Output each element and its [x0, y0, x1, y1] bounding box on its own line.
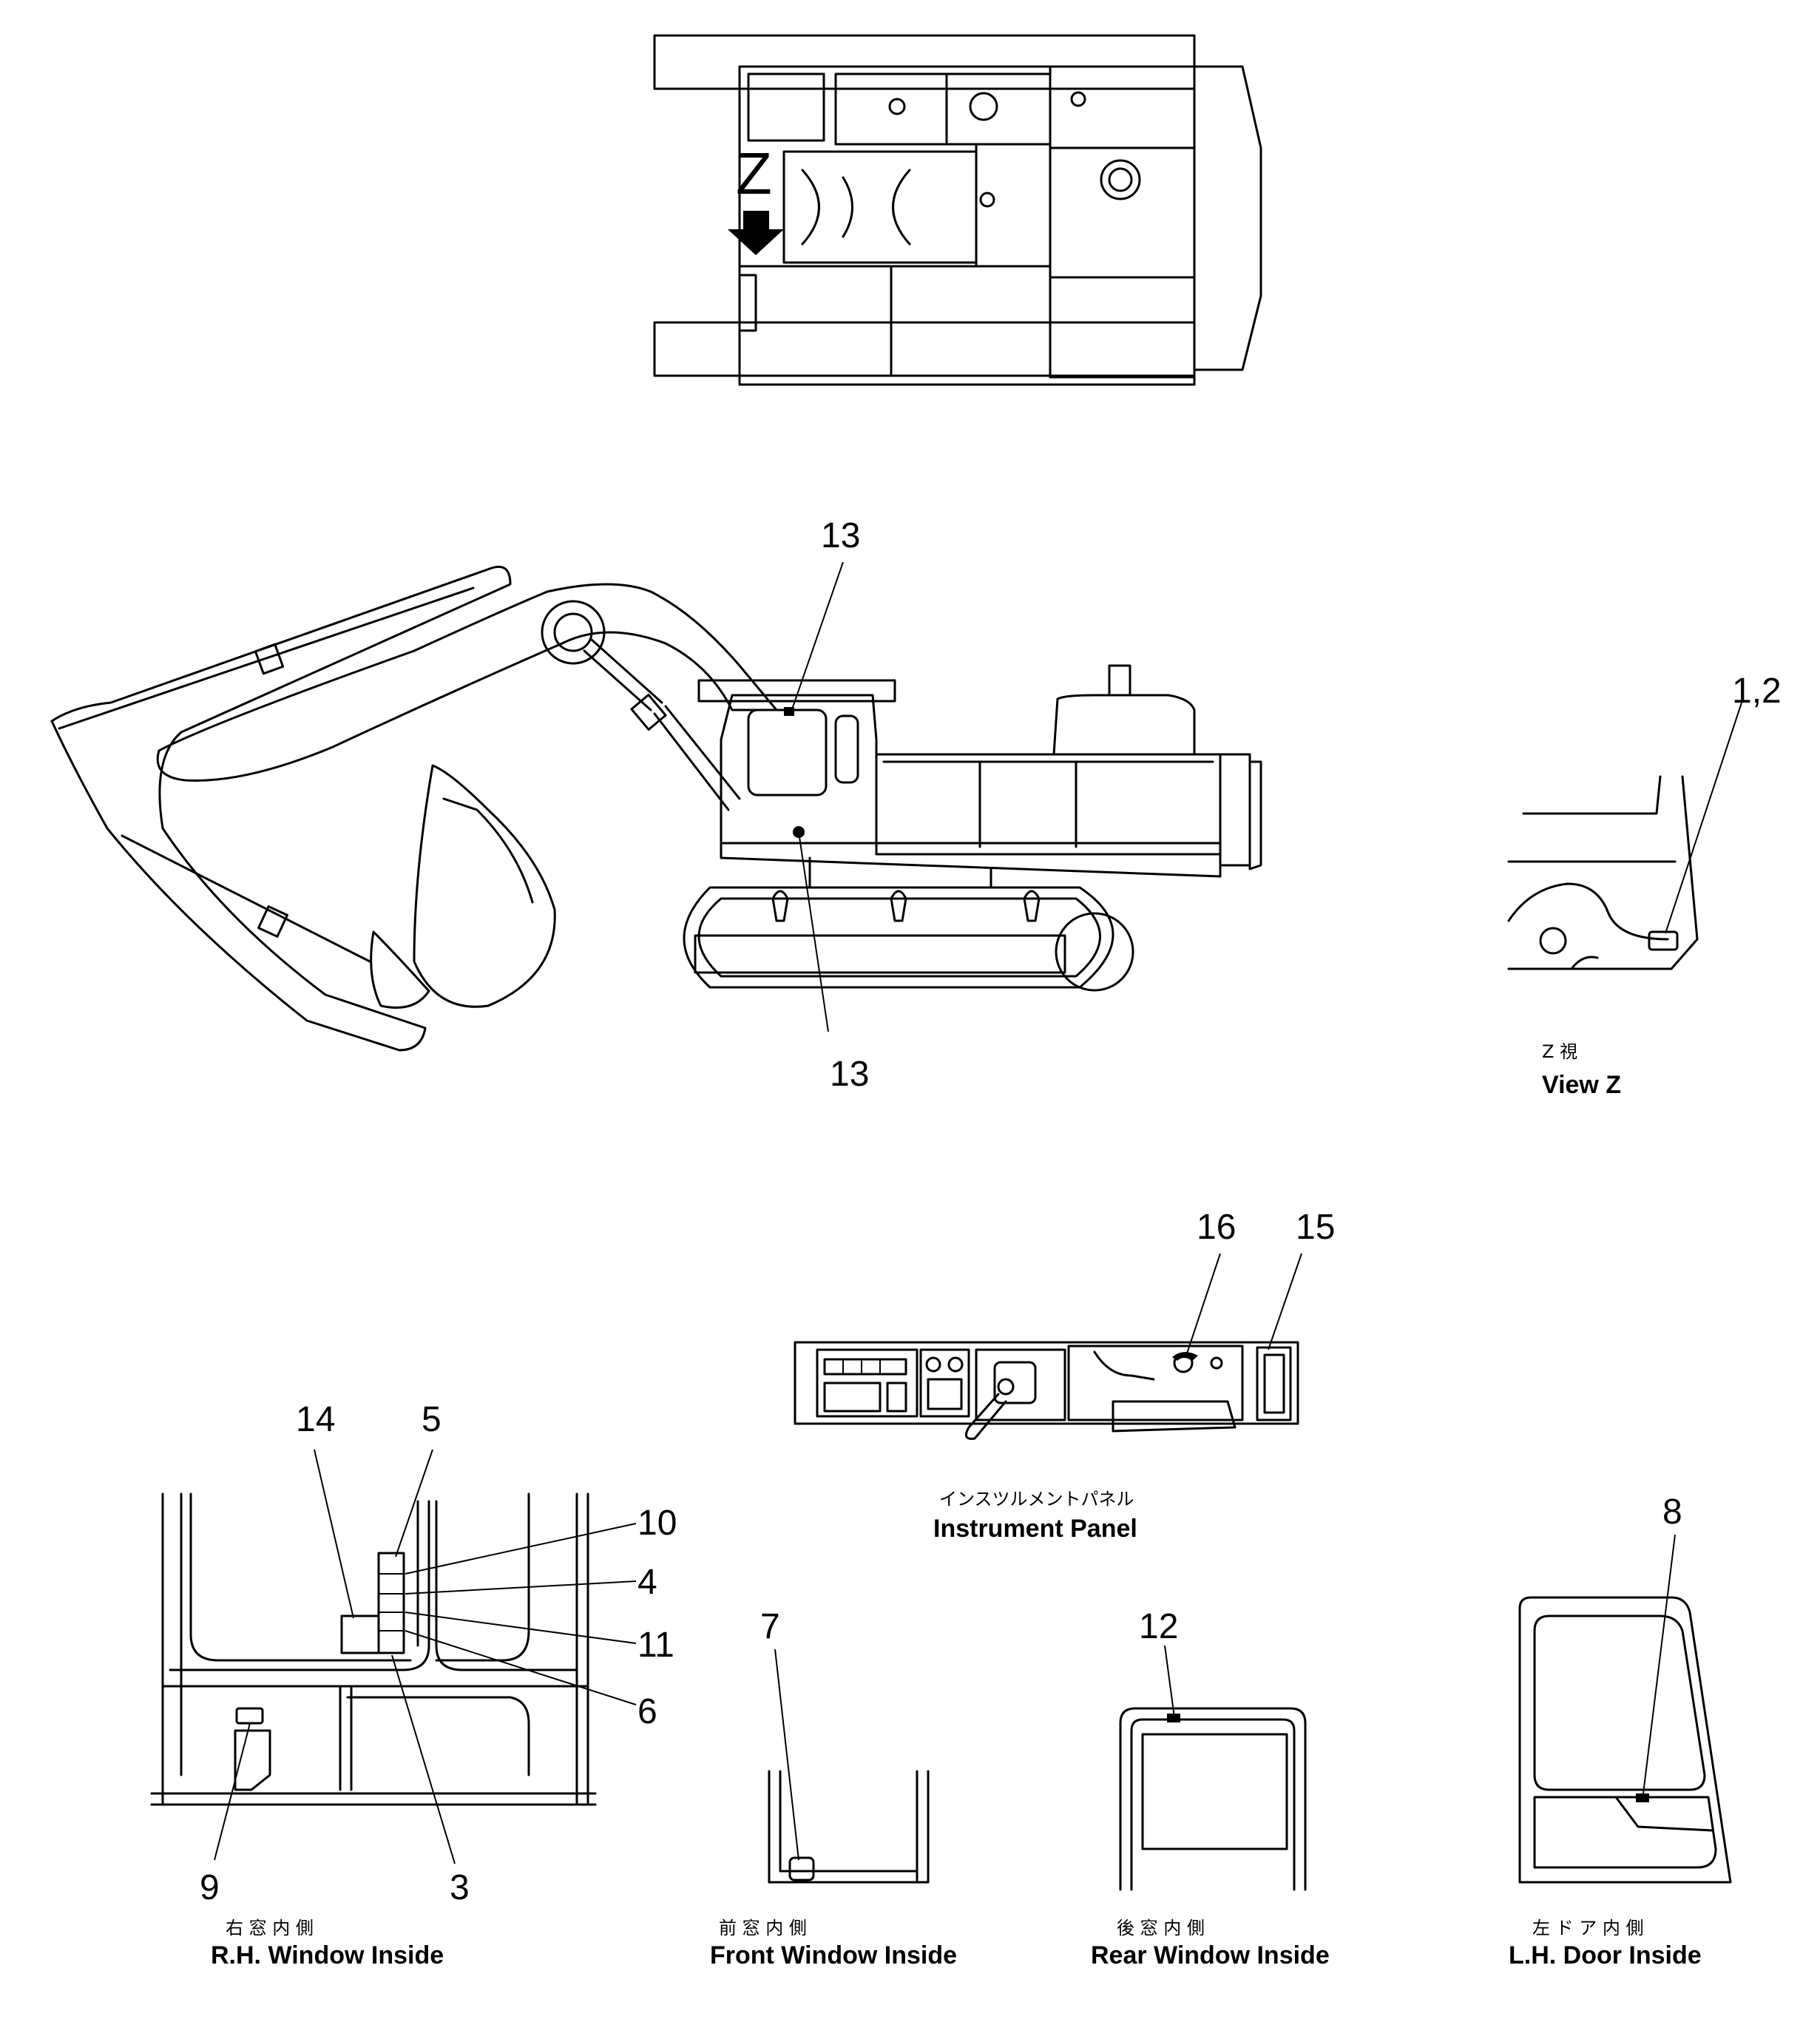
callout-1-2: 1,2: [1732, 672, 1782, 711]
rh-window-caption-jp: 右 窓 内 側: [226, 1918, 314, 1938]
leader-14: [314, 1449, 354, 1619]
callout-14: 14: [296, 1400, 335, 1439]
callout-13-top: 13: [821, 516, 860, 555]
leader-4: [405, 1580, 637, 1595]
callout-13-bottom: 13: [830, 1055, 869, 1094]
callout-15: 15: [1296, 1208, 1335, 1247]
leader-6: [405, 1630, 637, 1705]
view-z-caption-en: View Z: [1542, 1071, 1621, 1099]
leader-16: [1186, 1253, 1221, 1354]
leader-1-2: [1665, 702, 1742, 934]
rh-window-drawing: [150, 1492, 597, 1806]
view-z-caption-jp: Z 視: [1542, 1041, 1577, 1062]
view-z-marker: Z: [736, 141, 772, 206]
view-direction-arrow-icon: [728, 211, 784, 255]
instrument-panel-caption-jp: インスツルメントパネル: [939, 1489, 1134, 1509]
view-z-drawing: [1507, 775, 1699, 970]
lh-door-caption-en: L.H. Door Inside: [1509, 1941, 1702, 1969]
leader-3: [391, 1654, 456, 1864]
leader-8: [1643, 1534, 1676, 1794]
front-window-drawing: [768, 1770, 930, 1884]
callout-16: 16: [1197, 1208, 1236, 1247]
rear-window-drawing: [1119, 1707, 1307, 1891]
lh-door-drawing: [1518, 1596, 1732, 1884]
callout-4: 4: [637, 1563, 657, 1602]
callout-3: 3: [450, 1868, 470, 1907]
front-window-caption-en: Front Window Inside: [710, 1941, 957, 1969]
leader-10: [405, 1523, 637, 1575]
rh-window-caption-en: R.H. Window Inside: [211, 1941, 444, 1969]
leader-13-bottom: [798, 831, 829, 1032]
excavator-side-view: [50, 565, 1262, 1052]
callout-12: 12: [1139, 1607, 1178, 1646]
leader-11: [405, 1612, 637, 1644]
leader-5: [395, 1449, 433, 1558]
rear-window-caption-en: Rear Window Inside: [1091, 1941, 1330, 1969]
front-window-caption-jp: 前 窓 内 側: [719, 1918, 807, 1938]
callout-7: 7: [760, 1607, 780, 1646]
leader-9: [214, 1722, 251, 1861]
rear-window-caption-jp: 後 窓 内 側: [1117, 1918, 1205, 1938]
callout-5: 5: [422, 1400, 442, 1439]
leader-13-top: [791, 561, 844, 712]
callout-9: 9: [200, 1868, 220, 1907]
panel-label-marker: [1172, 1351, 1198, 1361]
rear-label-marker: [1167, 1714, 1180, 1722]
door-label-marker: [1636, 1793, 1649, 1802]
callout-6: 6: [637, 1692, 657, 1731]
callout-11: 11: [637, 1626, 674, 1665]
instrument-panel-caption-en: Instrument Panel: [933, 1515, 1137, 1543]
callout-10: 10: [637, 1504, 677, 1543]
leader-12: [1164, 1645, 1175, 1718]
lh-door-caption-jp: 左 ド ア 内 側: [1532, 1918, 1644, 1938]
callout-8: 8: [1662, 1492, 1682, 1532]
instrument-panel-drawing: [794, 1341, 1299, 1440]
leader-15: [1268, 1253, 1302, 1350]
leader-7: [774, 1649, 799, 1861]
top-view-drawing: Z: [653, 34, 1262, 386]
